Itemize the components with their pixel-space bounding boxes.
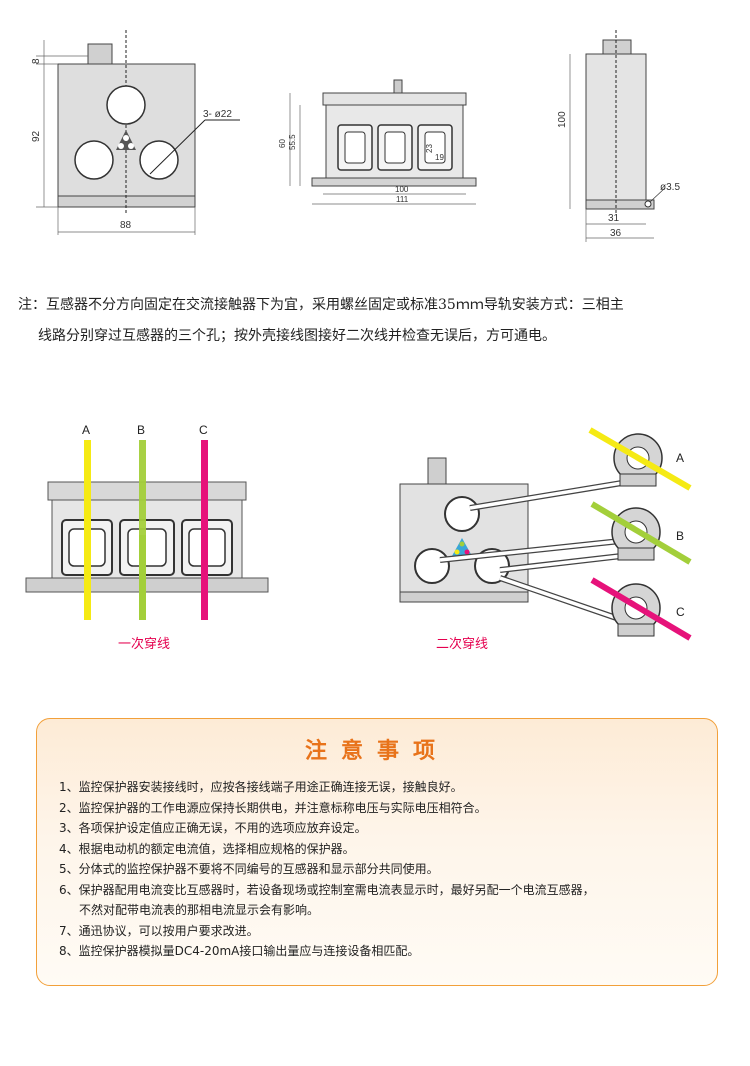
side-view: 23 19 60 55.5 100 111 <box>278 79 477 205</box>
dim-92: 92 <box>31 130 42 142</box>
phase-label-b: B <box>137 423 145 437</box>
notice-box: 注意事项 1、监控保护器安装接线时，应按各接线端子用途正确连接无误，接触良好。 … <box>36 718 718 986</box>
notice-list: 1、监控保护器安装接线时，应按各接线端子用途正确连接无误，接触良好。 2、监控保… <box>59 777 595 962</box>
primary-wiring-diagram: A B C 一次穿线 <box>25 423 269 652</box>
dim-36: 36 <box>610 228 622 239</box>
phase-label-a: A <box>82 423 90 437</box>
notice-item: 4、根据电动机的额定电流值，选择相应规格的保护器。 <box>59 841 355 856</box>
secondary-wiring-diagram: A B C 二次穿线 <box>399 427 692 652</box>
notice-item: 2、监控保护器的工作电源应保持长期供电，并注意标称电压与实际电压相符合。 <box>59 800 487 815</box>
dim-3-5: ø3.5 <box>660 182 680 193</box>
dim-19: 19 <box>435 153 444 162</box>
ct-label-b: B <box>676 529 684 543</box>
note-line-2: 线路分别穿过互感器的三个孔；按外壳接线图接好二次线并检查无误后，方可通电。 <box>38 328 556 344</box>
notice-item: 5、分体式的监控保护器不要将不同编号的互感器和显示部分共同使用。 <box>59 862 439 876</box>
front-view: 3- ø22 8 92 88 <box>31 30 240 235</box>
dim-end-100: 100 <box>557 111 568 128</box>
dim-111: 111 <box>396 195 409 204</box>
dim-60: 60 <box>278 139 287 148</box>
phase-label-c: C <box>199 423 208 437</box>
primary-caption: 一次穿线 <box>118 636 170 652</box>
ct-c <box>611 583 661 637</box>
notice-item: 7、通迅协议，可以按用户要求改进。 <box>59 923 259 938</box>
ct-label-a: A <box>676 451 684 465</box>
notice-item: 6、保护器配用电流变比互感器时，若设备现场或控制室需电流表显示时，最好另配一个电… <box>59 882 595 918</box>
notice-title: 注意事项 <box>304 739 449 764</box>
dim-31: 31 <box>608 213 620 224</box>
dimension-drawings: 3- ø22 8 92 88 23 19 60 55.5 100 111 <box>31 30 680 242</box>
dim-23: 23 <box>425 144 434 153</box>
ct-label-c: C <box>676 605 685 619</box>
wiring-diagrams: A B C 一次穿线 <box>25 423 692 652</box>
dim-8: 8 <box>31 58 42 64</box>
notice-item: 8、监控保护器模拟量DC4-20mA接口输出量应与连接设备相匹配。 <box>59 944 420 958</box>
dim-side-100: 100 <box>395 185 409 194</box>
dim-55: 55.5 <box>288 134 297 150</box>
notice-item: 3、各项保护设定值应正确无误，不用的选项应放弃设定。 <box>59 821 367 835</box>
ct-b <box>611 507 661 561</box>
secondary-caption: 二次穿线 <box>436 636 488 652</box>
notice-item: 1、监控保护器安装接线时，应按各接线端子用途正确连接无误，接触良好。 <box>59 780 463 794</box>
note-line-1: 注：互感器不分方向固定在交流接触器下为宜，采用螺丝固定或标准35ｍｍ导轨安装方式… <box>18 297 624 313</box>
dim-88: 88 <box>120 220 132 231</box>
installation-note: 注：互感器不分方向固定在交流接触器下为宜，采用螺丝固定或标准35ｍｍ导轨安装方式… <box>18 290 743 352</box>
hole-dimension: 3- ø22 <box>203 109 232 120</box>
end-view: ø3.5 100 31 36 <box>557 30 680 242</box>
